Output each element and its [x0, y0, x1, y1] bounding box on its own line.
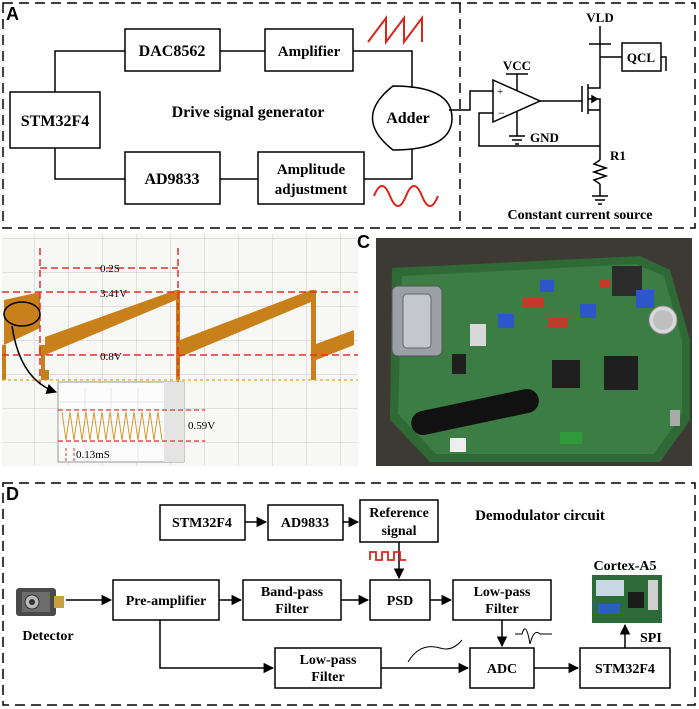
svg-text:Pre-amplifier: Pre-amplifier — [126, 594, 207, 609]
block-adc: ADC — [469, 647, 535, 689]
sawtooth-waveform — [367, 15, 423, 45]
svg-text:Band-pass: Band-pass — [261, 585, 324, 600]
zoom-circle — [3, 301, 41, 327]
svg-text:AD9833: AD9833 — [281, 516, 329, 531]
gnd-label: GND — [530, 130, 559, 145]
svg-text:Reference: Reference — [369, 506, 429, 521]
block-low-pass-filter-bottom: Low-pass Filter — [274, 647, 382, 689]
block-stm32f4-d-top: STM32F4 — [159, 504, 246, 541]
oscilloscope-screen: 0.2S 3.41V 0.8V 0.59V 0.13mS — [2, 234, 358, 466]
svg-text:AD9833: AD9833 — [144, 171, 199, 188]
svg-text:Amplifier: Amplifier — [278, 44, 341, 60]
block-psd: PSD — [369, 579, 431, 621]
svg-text:PSD: PSD — [387, 594, 413, 609]
panel-a-wires — [54, 50, 493, 180]
high-voltage-label: 3.41V — [100, 288, 127, 300]
svg-text:Low-pass: Low-pass — [474, 585, 531, 600]
svg-text:Filter: Filter — [311, 670, 344, 685]
svg-text:adjustment: adjustment — [275, 182, 348, 198]
detector-icon — [16, 588, 64, 616]
constant-current-source-label: Constant current source — [508, 208, 653, 223]
block-ad9833-d: AD9833 — [267, 504, 344, 541]
block-band-pass-filter: Band-pass Filter — [242, 579, 342, 621]
low-voltage-label: 0.8V — [100, 351, 122, 363]
vcc-label: VCC — [503, 58, 531, 73]
demod-output-curve — [515, 628, 552, 645]
block-stm32f4-a: STM32F4 — [9, 91, 101, 149]
panel-a-label: A — [6, 4, 19, 24]
vld-label: VLD — [586, 10, 613, 25]
panel-c: C — [357, 232, 692, 466]
pcb-photo — [376, 238, 692, 466]
inset-scope: 0.59V 0.13mS — [57, 381, 215, 463]
svg-text:Filter: Filter — [275, 602, 308, 617]
svg-text:STM32F4: STM32F4 — [21, 113, 89, 130]
panel-b: B 0.2S 3.41V 0.8V — [2, 232, 358, 466]
panel-a-border — [2, 2, 696, 229]
panel-d-arrows — [66, 516, 631, 674]
block-ad9833-a: AD9833 — [124, 151, 221, 205]
panel-a: A STM32F4 DAC8562 Amplifier AD9833 Ampli… — [2, 2, 696, 229]
reference-square-wave — [369, 551, 406, 561]
r1-label: R1 — [610, 148, 626, 163]
mosfet-symbol — [581, 67, 601, 114]
panel-d-border — [2, 482, 696, 706]
block-low-pass-filter-top: Low-pass Filter — [452, 579, 552, 621]
current-source-wires — [478, 26, 667, 205]
inset-period-label: 0.13mS — [76, 449, 110, 461]
svg-text:QCL: QCL — [627, 50, 656, 65]
svg-text:DAC8562: DAC8562 — [139, 43, 206, 60]
svg-text:Amplitude: Amplitude — [277, 162, 346, 178]
block-stm32f4-d-bottom: STM32F4 — [579, 647, 671, 689]
qcl-block: QCL — [621, 42, 662, 72]
block-amplitude-adjustment: Amplitude adjustment — [257, 151, 365, 205]
block-pre-amplifier: Pre-amplifier — [112, 579, 220, 621]
block-amplifier-a: Amplifier — [264, 28, 354, 72]
inset-amplitude-label: 0.59V — [188, 420, 215, 432]
measurement-cursors — [2, 248, 358, 384]
panel-d-label: D — [6, 484, 19, 504]
drive-signal-generator-label: Drive signal generator — [172, 104, 325, 121]
svg-text:Adder: Adder — [386, 110, 430, 127]
period-label: 0.2S — [100, 263, 120, 275]
detector-label: Detector — [22, 629, 73, 644]
svg-text:Low-pass: Low-pass — [300, 653, 357, 668]
low-pass-output-curve — [407, 639, 463, 663]
svg-text:ADC: ADC — [487, 662, 517, 677]
block-dac8562: DAC8562 — [124, 28, 221, 72]
panel-c-label: C — [357, 232, 370, 252]
cortex-a5-board — [592, 575, 662, 623]
svg-text:STM32F4: STM32F4 — [172, 516, 232, 531]
demodulator-circuit-label: Demodulator circuit — [475, 508, 605, 524]
panel-d: D Demodulator circuit STM32F4 AD9833 Ref… — [2, 482, 696, 706]
sine-waveform — [373, 185, 439, 207]
svg-text:STM32F4: STM32F4 — [595, 662, 655, 677]
svg-text:−: − — [498, 106, 505, 120]
cortex-a5-label: Cortex-A5 — [594, 559, 657, 574]
svg-text:+: + — [497, 86, 503, 98]
svg-text:signal: signal — [381, 524, 416, 539]
block-reference-signal: Reference signal — [359, 499, 439, 543]
spi-label: SPI — [640, 631, 662, 646]
block-adder: Adder — [371, 85, 453, 151]
svg-text:Filter: Filter — [485, 602, 518, 617]
zoom-arrow — [11, 325, 57, 394]
